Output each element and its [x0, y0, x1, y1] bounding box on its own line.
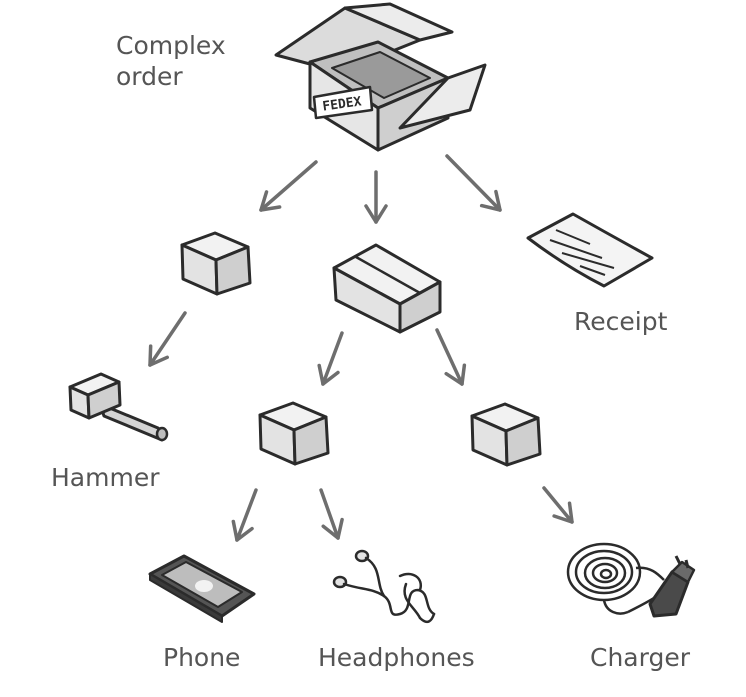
receipt-icon — [526, 212, 654, 288]
hammer-label: Hammer — [51, 463, 160, 492]
headphones-label: Headphones — [318, 643, 475, 672]
large-box-icon — [332, 243, 442, 334]
arrow-box-to-phone — [225, 488, 258, 546]
arrow-box-left-to-hammer — [139, 311, 187, 373]
receipt-label: Receipt — [574, 307, 668, 336]
hammer-icon — [68, 372, 169, 442]
headphones-icon — [332, 549, 436, 624]
arrow-box-to-charger — [542, 486, 582, 531]
arrow-box-middle-to-box-phone-set — [311, 331, 344, 390]
phone-icon — [148, 554, 256, 623]
arrow-box-middle-to-box-charger — [435, 328, 473, 390]
arrow-root-to-box-left — [252, 160, 318, 220]
phone-set-box-icon — [258, 401, 330, 466]
open-box-icon: FEDEX — [274, 2, 487, 152]
root-label: Complex order — [116, 31, 226, 92]
small-box-icon — [180, 231, 252, 296]
charger-box-icon — [470, 402, 542, 467]
arrow-box-to-headphones — [319, 488, 350, 544]
phone-label: Phone — [163, 643, 241, 672]
charger-label: Charger — [590, 643, 690, 672]
fedex-stamp: FEDEX — [322, 94, 363, 114]
arrow-root-to-box-middle — [364, 170, 388, 224]
arrow-root-to-receipt — [445, 154, 509, 219]
charger-icon — [566, 542, 696, 618]
